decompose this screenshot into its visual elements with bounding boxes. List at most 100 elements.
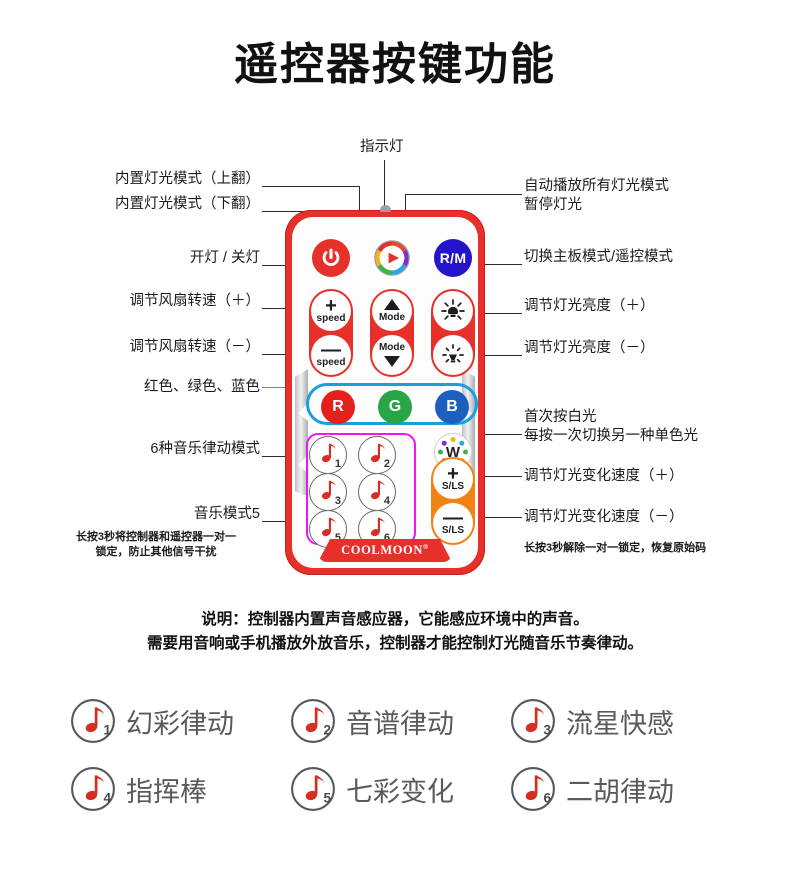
leader-light-mode-up [262, 186, 360, 187]
music-note-icon [370, 443, 385, 463]
legend-item: 2 音谱律动 [290, 698, 510, 744]
callout-switch-mode: 切换主板模式/遥控模式 [524, 249, 674, 265]
leader-autoplay-pause-h2 [405, 194, 451, 195]
triangle-down-icon [384, 356, 400, 367]
callout-fan-speed-minus: 调节风扇转速（－） [129, 339, 261, 355]
music-mode-2-button[interactable]: 2 [358, 436, 396, 474]
music-mode-legend: 1 幻彩律动 2 音谱律动 3 流星快感 4 指挥棒 [70, 698, 730, 812]
note-unlock-pairing: 长按3秒解除一对一锁定，恢复原始码 [524, 542, 707, 554]
music-note-icon: 6 [511, 767, 555, 811]
light-speed-down-label: S/LS [441, 525, 465, 536]
svg-text:6: 6 [543, 791, 551, 806]
callout-brightness-plus: 调节灯光亮度（＋） [524, 298, 655, 314]
leader-brightness-plus [450, 313, 522, 314]
music-mode-4-number: 4 [383, 495, 390, 507]
legend-label: 指挥棒 [126, 776, 207, 807]
fan-speed-up-label: speed [316, 313, 346, 324]
light-speed-up-sign: + [447, 463, 459, 485]
description-block: 说明：控制器内置声音感应器，它能感应环境中的声音。 需要用音响或手机播放外放音乐… [0, 608, 790, 656]
rm-label: R/M [439, 250, 467, 266]
leader-speed-plus [452, 476, 522, 477]
callout-six-music-modes: 6种音乐律动模式 [150, 441, 260, 457]
power-button[interactable] [312, 239, 350, 277]
callout-speed-minus: 调节灯光变化速度（－） [524, 509, 684, 525]
power-icon [322, 248, 340, 266]
light-speed-down-sign: — [443, 507, 463, 529]
callout-white-light: 首次按白光 每按一次切换另一种单色光 [524, 409, 698, 444]
callout-music-mode-5: 音乐模式5 [193, 506, 260, 522]
rainbow-play-icon [374, 240, 410, 276]
light-speed-down-button[interactable]: — S/LS [433, 503, 473, 543]
callout-rgb-colors: 红色、绿色、蓝色 [144, 379, 260, 395]
callout-fan-speed-plus: 调节风扇转速（＋） [129, 293, 261, 309]
mode-down-label: Mode [378, 342, 406, 353]
leader-brightness-minus [450, 355, 522, 356]
music-mode-5-number: 5 [334, 532, 341, 544]
legend-item: 1 幻彩律动 [70, 698, 290, 744]
rgb-group: R G B [306, 383, 478, 425]
leader-autoplay-pause [450, 194, 522, 195]
music-note-icon [370, 517, 385, 537]
brightness-high-icon [441, 299, 465, 320]
fan-speed-up-sign: + [325, 295, 337, 317]
svg-text:3: 3 [543, 723, 551, 738]
callout-light-mode-down: 内置灯光模式（下翻） [115, 196, 260, 212]
callout-indicator-light: 指示灯 [360, 139, 404, 155]
remote-face: R/M + speed — speed Mode Mode [292, 217, 478, 568]
svg-text:5: 5 [323, 791, 331, 806]
callout-light-mode-up: 内置灯光模式（上翻） [115, 171, 260, 187]
legend-item: 5 七彩变化 [290, 766, 510, 812]
music-mode-2-number: 2 [383, 458, 390, 470]
blue-button[interactable]: B [435, 390, 469, 424]
note-pairing-lock: 长按3秒将控制器和遥控器一对一 锁定，防止其他信号干扰 [75, 531, 237, 558]
green-button[interactable]: G [378, 390, 412, 424]
light-speed-up-button[interactable]: + S/LS [433, 459, 473, 499]
mode-up-label: Mode [378, 312, 406, 323]
music-note-icon [321, 443, 336, 463]
light-mode-group: Mode Mode [370, 289, 414, 377]
legend-label: 流星快感 [566, 708, 674, 739]
music-note-icon [321, 480, 336, 500]
music-mode-3-number: 3 [334, 495, 341, 507]
legend-label: 七彩变化 [346, 776, 454, 807]
callout-power-onoff: 开灯 / 关灯 [189, 250, 260, 266]
indicator-led [380, 205, 391, 212]
music-note-icon: 3 [511, 699, 555, 743]
callout-brightness-minus: 调节灯光亮度（－） [524, 340, 655, 356]
brightness-down-button[interactable] [433, 335, 473, 375]
brightness-low-icon [442, 344, 464, 363]
triangle-up-icon [384, 299, 400, 310]
music-mode-1-button[interactable]: 1 [309, 436, 347, 474]
red-button[interactable]: R [321, 390, 355, 424]
music-mode-1-number: 1 [334, 458, 341, 470]
brightness-group [431, 289, 475, 377]
fan-speed-down-label: speed [316, 357, 346, 368]
legend-label: 音谱律动 [346, 708, 454, 739]
brightness-up-button[interactable] [433, 291, 473, 331]
page-title: 遥控器按键功能 [234, 40, 556, 89]
autoplay-pause-button[interactable] [373, 239, 411, 277]
music-mode-6-number: 6 [383, 532, 390, 544]
music-mode-4-button[interactable]: 4 [358, 473, 396, 511]
leader-six-music-modes [262, 456, 300, 457]
music-note-icon [321, 517, 336, 537]
description-line-2: 需要用音响或手机播放外放音乐，控制器才能控制灯光随音乐节奏律动。 [146, 635, 643, 652]
light-speed-up-label: S/LS [441, 481, 465, 492]
callout-autoplay-pause: 自动播放所有灯光模式 暂停灯光 [524, 178, 669, 213]
music-mode-3-button[interactable]: 3 [309, 473, 347, 511]
fan-speed-down-sign: — [321, 339, 341, 361]
leader-switch-mode [460, 264, 522, 265]
mode-up-button[interactable]: Mode [372, 291, 412, 331]
leader-indicator-light [384, 160, 385, 212]
leader-music-mode-5 [262, 521, 300, 522]
mode-down-button[interactable]: Mode [372, 335, 412, 375]
fan-speed-down-button[interactable]: — speed [311, 335, 351, 375]
leader-white-light [452, 434, 522, 435]
legend-item: 4 指挥棒 [70, 766, 290, 812]
light-speed-group: + S/LS — S/LS [431, 457, 475, 545]
leader-rgb-colors [262, 387, 304, 388]
music-note-icon [370, 480, 385, 500]
fan-speed-up-button[interactable]: + speed [311, 291, 351, 331]
description-line-1: 说明：控制器内置声音感应器，它能感应环境中的声音。 [201, 611, 589, 628]
rm-mode-button[interactable]: R/M [434, 239, 472, 277]
